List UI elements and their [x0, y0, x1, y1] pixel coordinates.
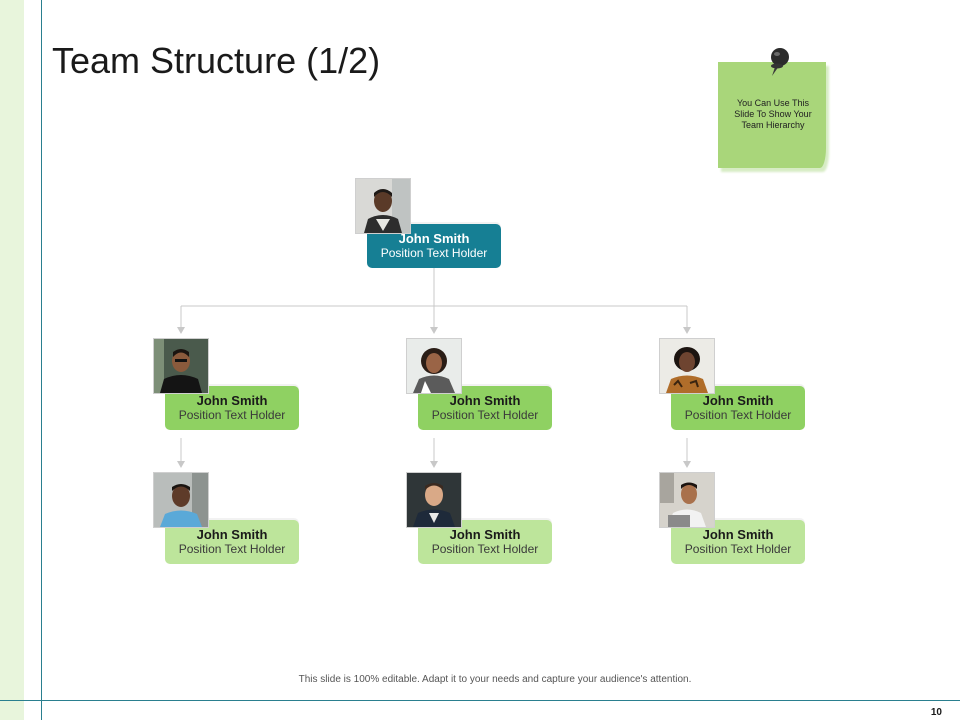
person-photo-icon	[154, 339, 208, 393]
person-photo-icon	[356, 179, 410, 233]
person-name: John Smith	[196, 393, 268, 408]
left-border-line	[41, 0, 42, 720]
person-position: Position Text Holder	[431, 542, 539, 556]
person-position: Position Text Holder	[380, 246, 488, 260]
avatar-manager-2	[406, 338, 462, 394]
person-photo-icon	[660, 473, 714, 527]
avatar-member-2	[406, 472, 462, 528]
sticky-note-text: You Can Use This Slide To Show Your Team…	[734, 98, 812, 130]
avatar-manager-1	[153, 338, 209, 394]
avatar-head	[355, 178, 411, 234]
org-card-member-1[interactable]: John Smith Position Text Holder	[165, 520, 299, 564]
pushpin-icon	[771, 48, 789, 76]
person-name: John Smith	[196, 527, 268, 542]
person-photo-icon	[407, 339, 461, 393]
person-photo-icon	[154, 473, 208, 527]
avatar-manager-3	[659, 338, 715, 394]
person-position: Position Text Holder	[684, 542, 792, 556]
sticky-note-paper	[718, 62, 826, 168]
slide-title: Team Structure (1/2)	[52, 40, 381, 81]
person-name: John Smith	[449, 527, 521, 542]
person-name: John Smith	[398, 231, 470, 246]
footer-note: This slide is 100% editable. Adapt it to…	[298, 674, 692, 685]
bottom-border-line	[0, 700, 960, 701]
person-position: Position Text Holder	[684, 408, 792, 422]
org-card-manager-2[interactable]: John Smith Position Text Holder	[418, 386, 552, 430]
avatar-member-1	[153, 472, 209, 528]
person-position: Position Text Holder	[431, 408, 539, 422]
person-name: John Smith	[702, 527, 774, 542]
page-number: 10	[930, 707, 942, 718]
person-position: Position Text Holder	[178, 542, 286, 556]
person-photo-icon	[660, 339, 714, 393]
person-position: Position Text Holder	[178, 408, 286, 422]
sticky-note: You Can Use This Slide To Show Your Team…	[718, 48, 832, 174]
person-name: John Smith	[449, 393, 521, 408]
avatar-member-3	[659, 472, 715, 528]
person-photo-icon	[407, 473, 461, 527]
person-name: John Smith	[702, 393, 774, 408]
left-accent-band	[0, 0, 24, 720]
